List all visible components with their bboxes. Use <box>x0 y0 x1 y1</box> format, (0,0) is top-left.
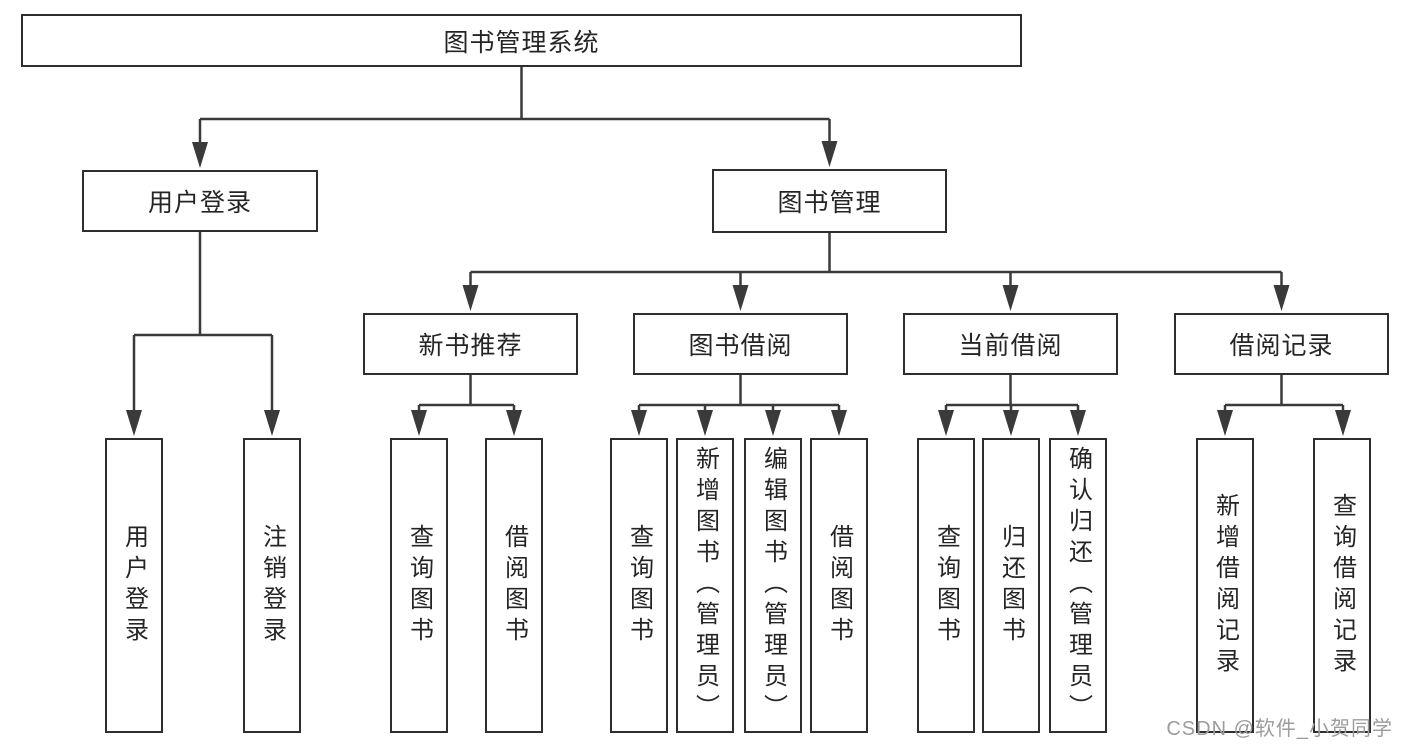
leaf-confirm-return-admin: 确认归还（管理员） <box>1049 438 1107 733</box>
node-borrow-records: 借阅记录 <box>1174 313 1389 375</box>
node-book-management: 图书管理 <box>712 169 947 233</box>
leaf-add-borrow-record: 新增借阅记录 <box>1196 438 1254 733</box>
leaf-query-books-current: 查询图书 <box>917 438 975 733</box>
leaf-borrow-books-recommend: 借阅图书 <box>485 438 543 733</box>
leaf-add-books-admin: 新增图书（管理员） <box>676 438 734 733</box>
leaf-query-books-recommend: 查询图书 <box>390 438 448 733</box>
node-library-system: 图书管理系统 <box>21 14 1022 67</box>
node-book-borrow: 图书借阅 <box>633 313 848 375</box>
node-new-book-recommend: 新书推荐 <box>363 313 578 375</box>
leaf-borrow-books: 借阅图书 <box>810 438 868 733</box>
node-user-login: 用户登录 <box>82 170 318 232</box>
leaf-user-login: 用户登录 <box>105 438 163 733</box>
leaf-query-books-borrow: 查询图书 <box>610 438 668 733</box>
leaf-logout-login: 注销登录 <box>243 438 301 733</box>
leaf-return-books: 归还图书 <box>982 438 1040 733</box>
node-current-borrow: 当前借阅 <box>903 313 1118 375</box>
leaf-edit-books-admin: 编辑图书（管理员） <box>744 438 802 733</box>
leaf-query-borrow-record: 查询借阅记录 <box>1313 438 1371 733</box>
csdn-watermark: CSDN @软件_小贺同学 <box>1166 718 1393 740</box>
